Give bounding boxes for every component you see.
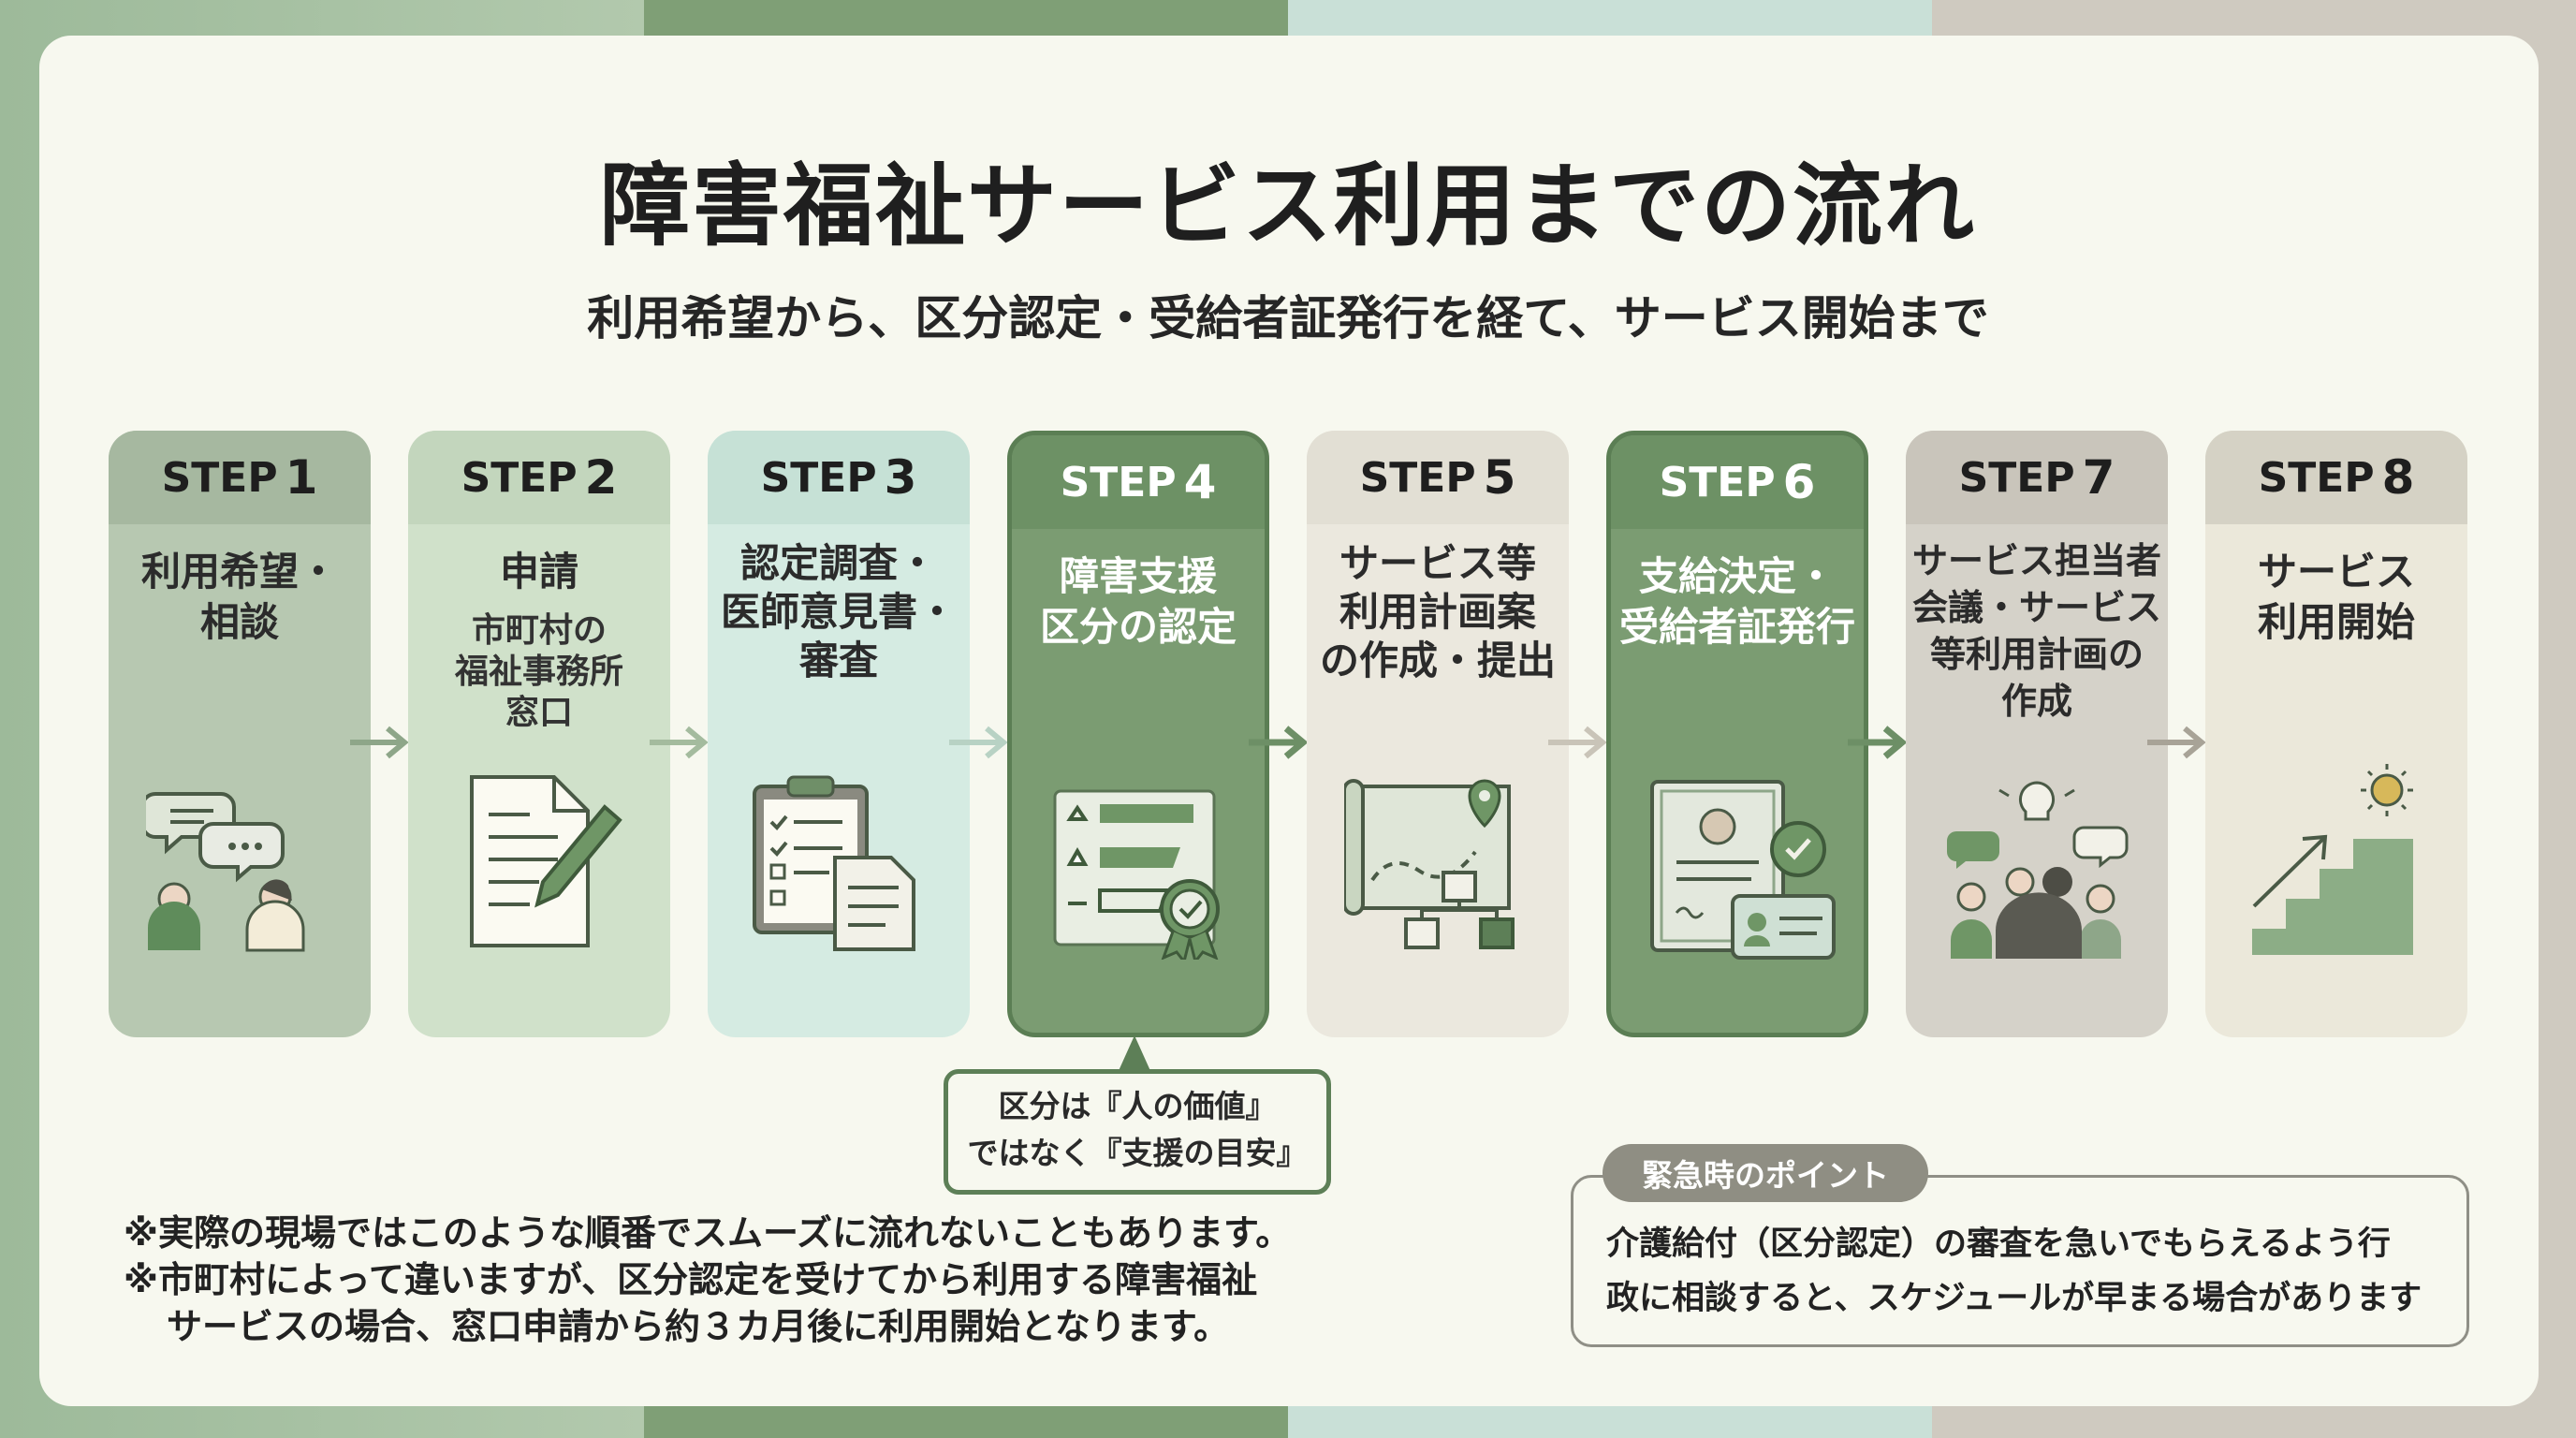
- step-title-line: 等利用計画の: [1929, 634, 2144, 675]
- step-subtitle-line: 市町村の: [471, 611, 607, 650]
- step-subtitle: 市町村の福祉事務所窓口: [408, 610, 670, 734]
- emergency-point-text: 介護給付（区分認定）の審査を急いでもらえるよう行 政に相談すると、スケジュールが…: [1606, 1217, 2449, 1326]
- checklist-clipboard-icon: [753, 775, 915, 951]
- classification-badge-icon: [1053, 789, 1220, 960]
- step-title-line: 支給決定・: [1638, 553, 1836, 599]
- arrow-right-icon: [650, 726, 709, 759]
- callout-line: ではなく『支援の目安』: [967, 1135, 1308, 1171]
- step-title-line: 審査: [798, 638, 878, 683]
- step-number: 4: [1183, 455, 1217, 509]
- step-title-line: の作成・提出: [1319, 638, 1556, 683]
- step-title: サービス等利用計画案の作成・提出: [1307, 539, 1569, 685]
- team-meeting-icon: [1947, 781, 2129, 959]
- footnotes: ※実際の現場ではこのような順番でスムーズに流れないこともあります。 ※市町村によ…: [124, 1210, 1528, 1350]
- step-label: STEP: [2258, 453, 2375, 502]
- step-title-line: 作成: [2000, 681, 2072, 722]
- page-subtitle: 利用希望から、区分認定・受給者証発行を経て、サービス開始まで: [587, 291, 1989, 345]
- arrow-right-icon: [1548, 726, 1607, 759]
- step-title-line: 利用計画案: [1339, 589, 1536, 635]
- step-number: 6: [1782, 455, 1816, 509]
- step-number: 3: [884, 450, 917, 505]
- step-title-line: 会議・サービス: [1911, 587, 2161, 628]
- emergency-point-line: 介護給付（区分認定）の審査を急いでもらえるよう行: [1606, 1225, 2391, 1263]
- step-number: 5: [1483, 450, 1516, 505]
- step-label: STEP: [1659, 458, 1776, 506]
- callout-line: 区分は『人の価値』: [998, 1088, 1277, 1124]
- step-title: 申請: [408, 547, 670, 597]
- step-title: 認定調査・医師意見書・審査: [708, 539, 970, 685]
- step-subtitle-line: 窓口: [505, 694, 573, 732]
- footnote-line: ※市町村によって違いますが、区分認定を受けてから利用する障害福祉: [124, 1259, 1258, 1300]
- emergency-point-line: 政に相談すると、スケジュールが早まる場合があります: [1606, 1280, 2422, 1317]
- arrow-right-icon: [949, 726, 1008, 759]
- arrow-right-icon: [350, 726, 409, 759]
- step-label: STEP: [1060, 458, 1177, 506]
- step-label: STEP: [461, 453, 578, 502]
- step-label: STEP: [1958, 453, 2075, 502]
- step-title-line: 利用開始: [2257, 599, 2415, 645]
- step-subtitle-line: 福祉事務所: [454, 653, 623, 691]
- step-title-line: 医師意見書・: [720, 589, 957, 635]
- application-form-icon: [470, 775, 622, 947]
- step-title: サービス担当者会議・サービス等利用計画の作成: [1906, 537, 2168, 725]
- step-title: 障害支援区分の認定: [1012, 551, 1265, 653]
- plan-map-icon: [1344, 779, 1515, 949]
- step4-callout: 区分は『人の価値』 ではなく『支援の目安』: [944, 1069, 1331, 1195]
- step-title-line: 障害支援: [1059, 553, 1217, 599]
- arrow-right-icon: [1848, 726, 1908, 759]
- step-number: 8: [2381, 450, 2415, 505]
- step-title-line: 利用希望・: [140, 549, 338, 594]
- step-title-line: 申請: [499, 549, 578, 594]
- step-label: STEP: [1359, 453, 1476, 502]
- footnote-line: ※実際の現場ではこのような順番でスムーズに流れないこともあります。: [124, 1212, 1292, 1254]
- step-title-line: 認定調査・: [739, 540, 937, 586]
- step-number: 2: [584, 450, 618, 505]
- step-title-line: 相談: [199, 599, 279, 645]
- step-title-line: サービス担当者: [1911, 540, 2161, 581]
- step-number: 7: [2082, 450, 2115, 505]
- step-number: 1: [285, 450, 318, 505]
- step-label: STEP: [161, 453, 278, 502]
- page-title: 障害福祉サービス利用までの流れ: [600, 154, 1976, 258]
- arrow-right-icon: [1249, 726, 1309, 759]
- step-title: サービス利用開始: [2205, 547, 2467, 648]
- consultation-icon: [146, 792, 305, 952]
- step-title-line: 区分の認定: [1039, 604, 1237, 650]
- step-label: STEP: [760, 453, 877, 502]
- step-title: 利用希望・相談: [109, 547, 371, 648]
- emergency-point-label: 緊急時のポイント: [1603, 1144, 1928, 1202]
- step-title-line: サービス: [2257, 549, 2415, 594]
- footnote-line: サービスの場合、窓口申請から約３カ月後に利用開始となります。: [167, 1306, 1230, 1347]
- certificate-icon: [1650, 780, 1836, 960]
- arrow-right-icon: [2147, 726, 2206, 759]
- callout-pointer: [1118, 1035, 1151, 1073]
- emergency-point-box: [1571, 1175, 2469, 1347]
- step-title: 支給決定・受給者証発行: [1611, 551, 1864, 653]
- step-title-line: 受給者証発行: [1618, 604, 1855, 650]
- stairs-sun-icon: [2252, 764, 2413, 955]
- step-title-line: サービス等: [1339, 540, 1536, 586]
